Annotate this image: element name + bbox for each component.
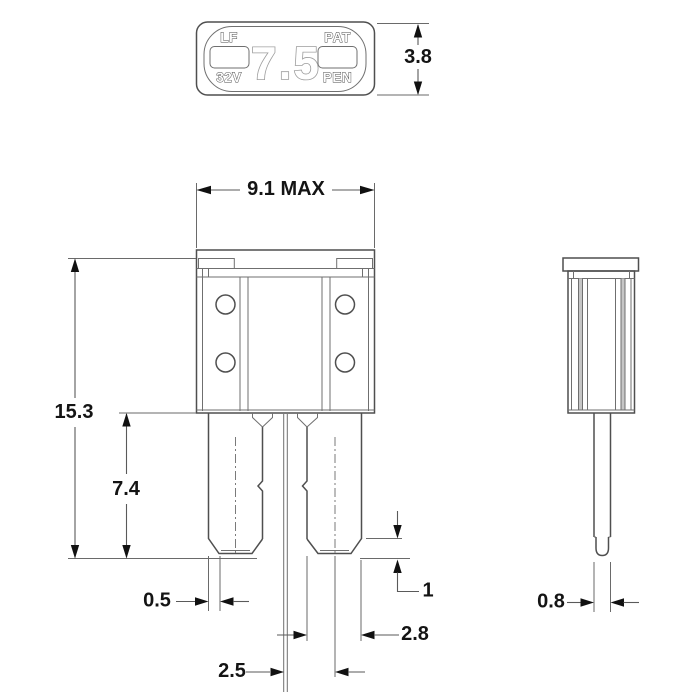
housing-outline — [195, 249, 376, 414]
side-groove-lines — [571, 278, 632, 410]
dim-label-terminal-pitch: 2.5 — [218, 660, 246, 682]
side-groove-shade — [578, 278, 583, 410]
dim-label-overall-height: 15.3 — [55, 401, 94, 423]
left-terminal-root-a — [252, 413, 263, 428]
arrowhead-left-icon — [361, 630, 375, 640]
top-view-right-window — [317, 46, 358, 69]
latch-hole — [334, 352, 356, 373]
arrowhead-up-icon — [70, 258, 80, 272]
dim-terminal-pitch: 2.5 — [218, 556, 365, 682]
cap-notch-right — [336, 258, 373, 269]
right-terminal-outer-contour — [306, 413, 363, 555]
dim-foot-height: 1 — [360, 511, 434, 602]
right-terminal-root-b — [306, 413, 318, 428]
arrowhead-down-icon — [413, 81, 423, 95]
dim-blade-thickness: 0.8 — [537, 562, 639, 613]
arrowhead-left-icon — [196, 185, 211, 195]
top-view: LF 32V PAT PEN 7.5 — [195, 21, 376, 96]
arrowhead-down-icon — [70, 545, 80, 559]
arrowhead-up-icon — [393, 559, 402, 573]
leader-line — [396, 572, 419, 593]
side-view — [562, 257, 640, 557]
right-terminal-inner-wall — [301, 427, 308, 539]
arrowhead-left-icon — [610, 598, 624, 607]
dim-label-foot-height: 1 — [422, 580, 433, 602]
arrowhead-left-icon — [220, 597, 234, 606]
arrowhead-right-icon — [195, 597, 209, 606]
left-terminal-root-b — [262, 413, 273, 428]
arrowhead-right-icon — [360, 185, 375, 195]
pin-rounded-tip — [595, 537, 610, 557]
right-terminal — [297, 413, 363, 556]
arrowhead-right-icon — [293, 630, 307, 640]
latch-hole — [334, 294, 356, 315]
dim-label-terminal-length: 7.4 — [112, 478, 141, 500]
arrowhead-down-icon — [122, 545, 131, 559]
dim-label-top-height: 3.8 — [404, 46, 432, 68]
arrowhead-down-icon — [393, 525, 402, 539]
latch-hole — [215, 294, 236, 315]
left-terminal — [207, 413, 273, 556]
arrowhead-up-icon — [413, 24, 423, 38]
front-view — [195, 249, 376, 692]
cap-notch-left — [198, 258, 235, 269]
dim-overall-width: 9.1 MAX — [196, 178, 375, 248]
arrowhead-right-icon — [270, 667, 284, 677]
side-groove-shade — [621, 278, 625, 410]
dim-top-height: 3.8 — [377, 23, 432, 96]
arrowhead-left-icon — [335, 667, 349, 677]
dim-terminal-width: 2.8 — [277, 556, 429, 645]
dim-terminal-length: 7.4 — [112, 412, 196, 559]
latch-hole — [215, 352, 236, 373]
dim-label-foot-bevel: 0.5 — [143, 590, 171, 612]
dim-label-overall-width: 9.1 MAX — [247, 178, 325, 200]
right-terminal-root-a — [297, 413, 308, 428]
marking-lf: LF — [220, 30, 238, 45]
arrowhead-right-icon — [580, 598, 594, 607]
dim-label-blade-thickness: 0.8 — [537, 591, 565, 613]
shoulder-stubs — [202, 268, 369, 277]
top-view-outer-body — [195, 21, 376, 96]
top-view-inner-lens — [203, 26, 367, 92]
marking-32v: 32V — [216, 70, 242, 85]
top-view-left-window — [209, 46, 250, 69]
dim-overall-height: 15.3 — [55, 258, 257, 559]
marking-amp-rating: 7.5 — [251, 37, 321, 89]
side-body — [567, 270, 636, 414]
dim-label-terminal-width: 2.8 — [401, 623, 429, 645]
left-terminal-inner-wall — [256, 427, 264, 539]
dim-foot-bevel: 0.5 — [143, 556, 249, 612]
side-cap — [562, 257, 640, 272]
marking-pen: PEN — [323, 70, 352, 85]
left-terminal-outer-contour — [207, 413, 264, 555]
marking-pat: PAT — [324, 30, 351, 45]
arrowhead-up-icon — [122, 413, 131, 427]
side-blade-pin — [593, 413, 612, 557]
